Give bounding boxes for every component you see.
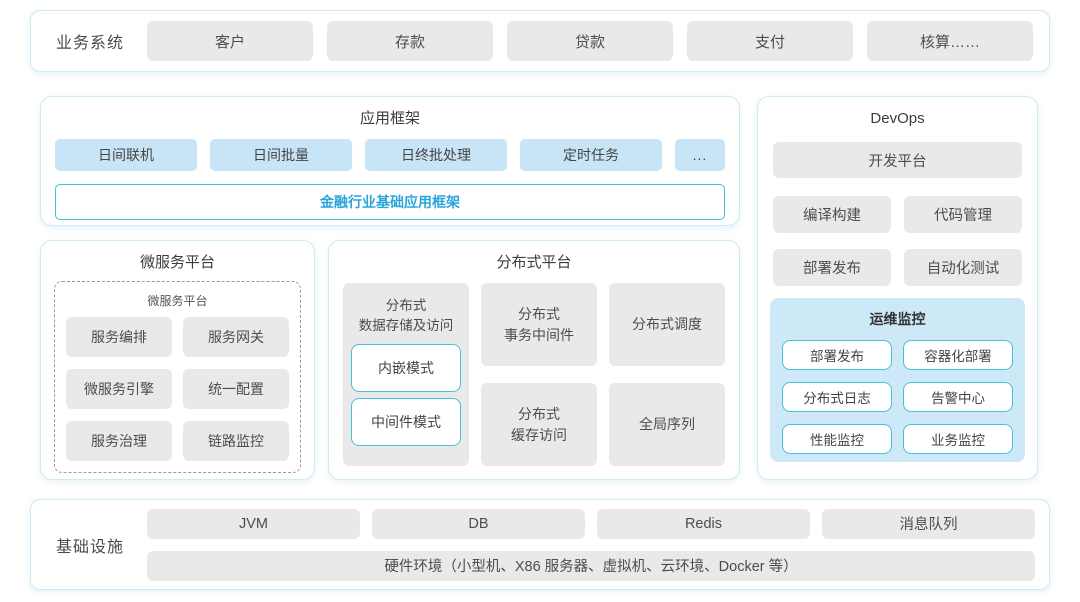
biz-item-accounting: 核算…… — [867, 21, 1033, 61]
devops-item-code-mgmt: 代码管理 — [904, 196, 1022, 233]
microservice-inner-title: 微服务平台 — [147, 294, 208, 308]
micro-item-trace-monitor: 链路监控 — [183, 421, 289, 461]
infrastructure-label: 基础设施 — [55, 538, 124, 556]
distributed-title: 分布式平台 — [496, 254, 572, 271]
dist-mode-embedded: 内嵌模式 — [351, 344, 461, 393]
monitor-item-alert-center: 告警中心 — [903, 382, 1013, 412]
dist-data-storage-title: 分布式 数据存储及访问 — [358, 298, 454, 333]
biz-item-deposit: 存款 — [327, 21, 493, 61]
business-systems-label: 业务系统 — [55, 35, 124, 52]
biz-item-customer: 客户 — [147, 21, 313, 61]
infra-hardware-env: 硬件环境（小型机、X86 服务器、虚拟机、云环境、Docker 等） — [147, 550, 1035, 581]
dist-data-storage-box: 分布式 数据存储及访问 内嵌模式 中间件模式 — [343, 283, 469, 466]
microservice-panel: 微服务平台 微服务平台 服务编排 服务网关 微服务引擎 统一配置 服务治理 链路… — [40, 240, 315, 480]
appfw-item-more: ... — [675, 139, 725, 171]
dist-item-global-sequence: 全局序列 — [609, 383, 725, 466]
microservice-grid: 服务编排 服务网关 微服务引擎 统一配置 服务治理 链路监控 — [66, 317, 289, 461]
dist-mode-middleware: 中间件模式 — [351, 398, 461, 447]
monitor-item-dist-log: 分布式日志 — [782, 382, 892, 412]
micro-item-orchestration: 服务编排 — [66, 317, 172, 357]
infrastructure-stack: JVM DB Redis 消息队列 硬件环境（小型机、X86 服务器、虚拟机、云… — [147, 508, 1035, 581]
distributed-grid: 分布式 数据存储及访问 内嵌模式 中间件模式 分布式 事务中间件 分布式 缓存访… — [343, 283, 725, 466]
dist-item-cache-access: 分布式 缓存访问 — [481, 383, 597, 466]
microservice-inner-box: 微服务平台 服务编排 服务网关 微服务引擎 统一配置 服务治理 链路监控 — [54, 281, 301, 473]
ops-monitor-panel: 运维监控 部署发布 容器化部署 分布式日志 告警中心 性能监控 业务监控 — [770, 298, 1025, 462]
infrastructure-panel: 基础设施 JVM DB Redis 消息队列 硬件环境（小型机、X86 服务器、… — [30, 499, 1050, 590]
microservice-title: 微服务平台 — [139, 254, 215, 271]
biz-item-payment: 支付 — [687, 21, 853, 61]
infra-item-redis: Redis — [597, 508, 810, 539]
appfw-base-framework: 金融行业基础应用框架 — [55, 184, 725, 220]
infra-item-jvm: JVM — [147, 508, 360, 539]
micro-item-config: 统一配置 — [183, 369, 289, 409]
infrastructure-row: JVM DB Redis 消息队列 — [147, 508, 1035, 539]
monitor-item-deploy: 部署发布 — [782, 340, 892, 370]
dist-item-tx-middleware: 分布式 事务中间件 — [481, 283, 597, 366]
distributed-col-middle: 分布式 事务中间件 分布式 缓存访问 — [481, 283, 597, 466]
monitor-item-business: 业务监控 — [903, 424, 1013, 454]
infra-item-mq: 消息队列 — [822, 508, 1035, 539]
distributed-panel: 分布式平台 分布式 数据存储及访问 内嵌模式 中间件模式 分布式 事务中间件 分… — [328, 240, 740, 480]
devops-title: DevOps — [870, 110, 925, 127]
app-framework-row: 日间联机 日间批量 日终批处理 定时任务 ... — [55, 139, 725, 171]
app-framework-panel: 应用框架 日间联机 日间批量 日终批处理 定时任务 ... 金融行业基础应用框架 — [40, 96, 740, 226]
micro-item-gateway: 服务网关 — [183, 317, 289, 357]
business-systems-row: 客户 存款 贷款 支付 核算…… — [147, 21, 1033, 61]
appfw-item-scheduled-task: 定时任务 — [520, 139, 662, 171]
micro-item-governance: 服务治理 — [66, 421, 172, 461]
distributed-col-right: 分布式调度 全局序列 — [609, 283, 725, 466]
biz-item-loan: 贷款 — [507, 21, 673, 61]
micro-item-engine: 微服务引擎 — [66, 369, 172, 409]
business-systems-panel: 业务系统 客户 存款 贷款 支付 核算…… — [30, 10, 1050, 72]
appfw-item-daytime-online: 日间联机 — [55, 139, 197, 171]
monitor-item-perf: 性能监控 — [782, 424, 892, 454]
devops-grid: 编译构建 代码管理 部署发布 自动化测试 — [773, 196, 1022, 286]
infra-item-db: DB — [372, 508, 585, 539]
ops-monitor-title: 运维监控 — [869, 311, 926, 327]
app-framework-title: 应用框架 — [359, 110, 420, 127]
devops-panel: DevOps 开发平台 编译构建 代码管理 部署发布 自动化测试 运维监控 部署… — [757, 96, 1038, 480]
appfw-item-eod-batch: 日终批处理 — [365, 139, 507, 171]
devops-item-deploy: 部署发布 — [773, 249, 891, 286]
dist-item-scheduling: 分布式调度 — [609, 283, 725, 366]
devops-item-auto-test: 自动化测试 — [904, 249, 1022, 286]
devops-dev-platform: 开发平台 — [773, 142, 1022, 178]
devops-item-build: 编译构建 — [773, 196, 891, 233]
monitor-item-container-deploy: 容器化部署 — [903, 340, 1013, 370]
ops-monitor-grid: 部署发布 容器化部署 分布式日志 告警中心 性能监控 业务监控 — [782, 340, 1013, 454]
appfw-item-daytime-batch: 日间批量 — [210, 139, 352, 171]
